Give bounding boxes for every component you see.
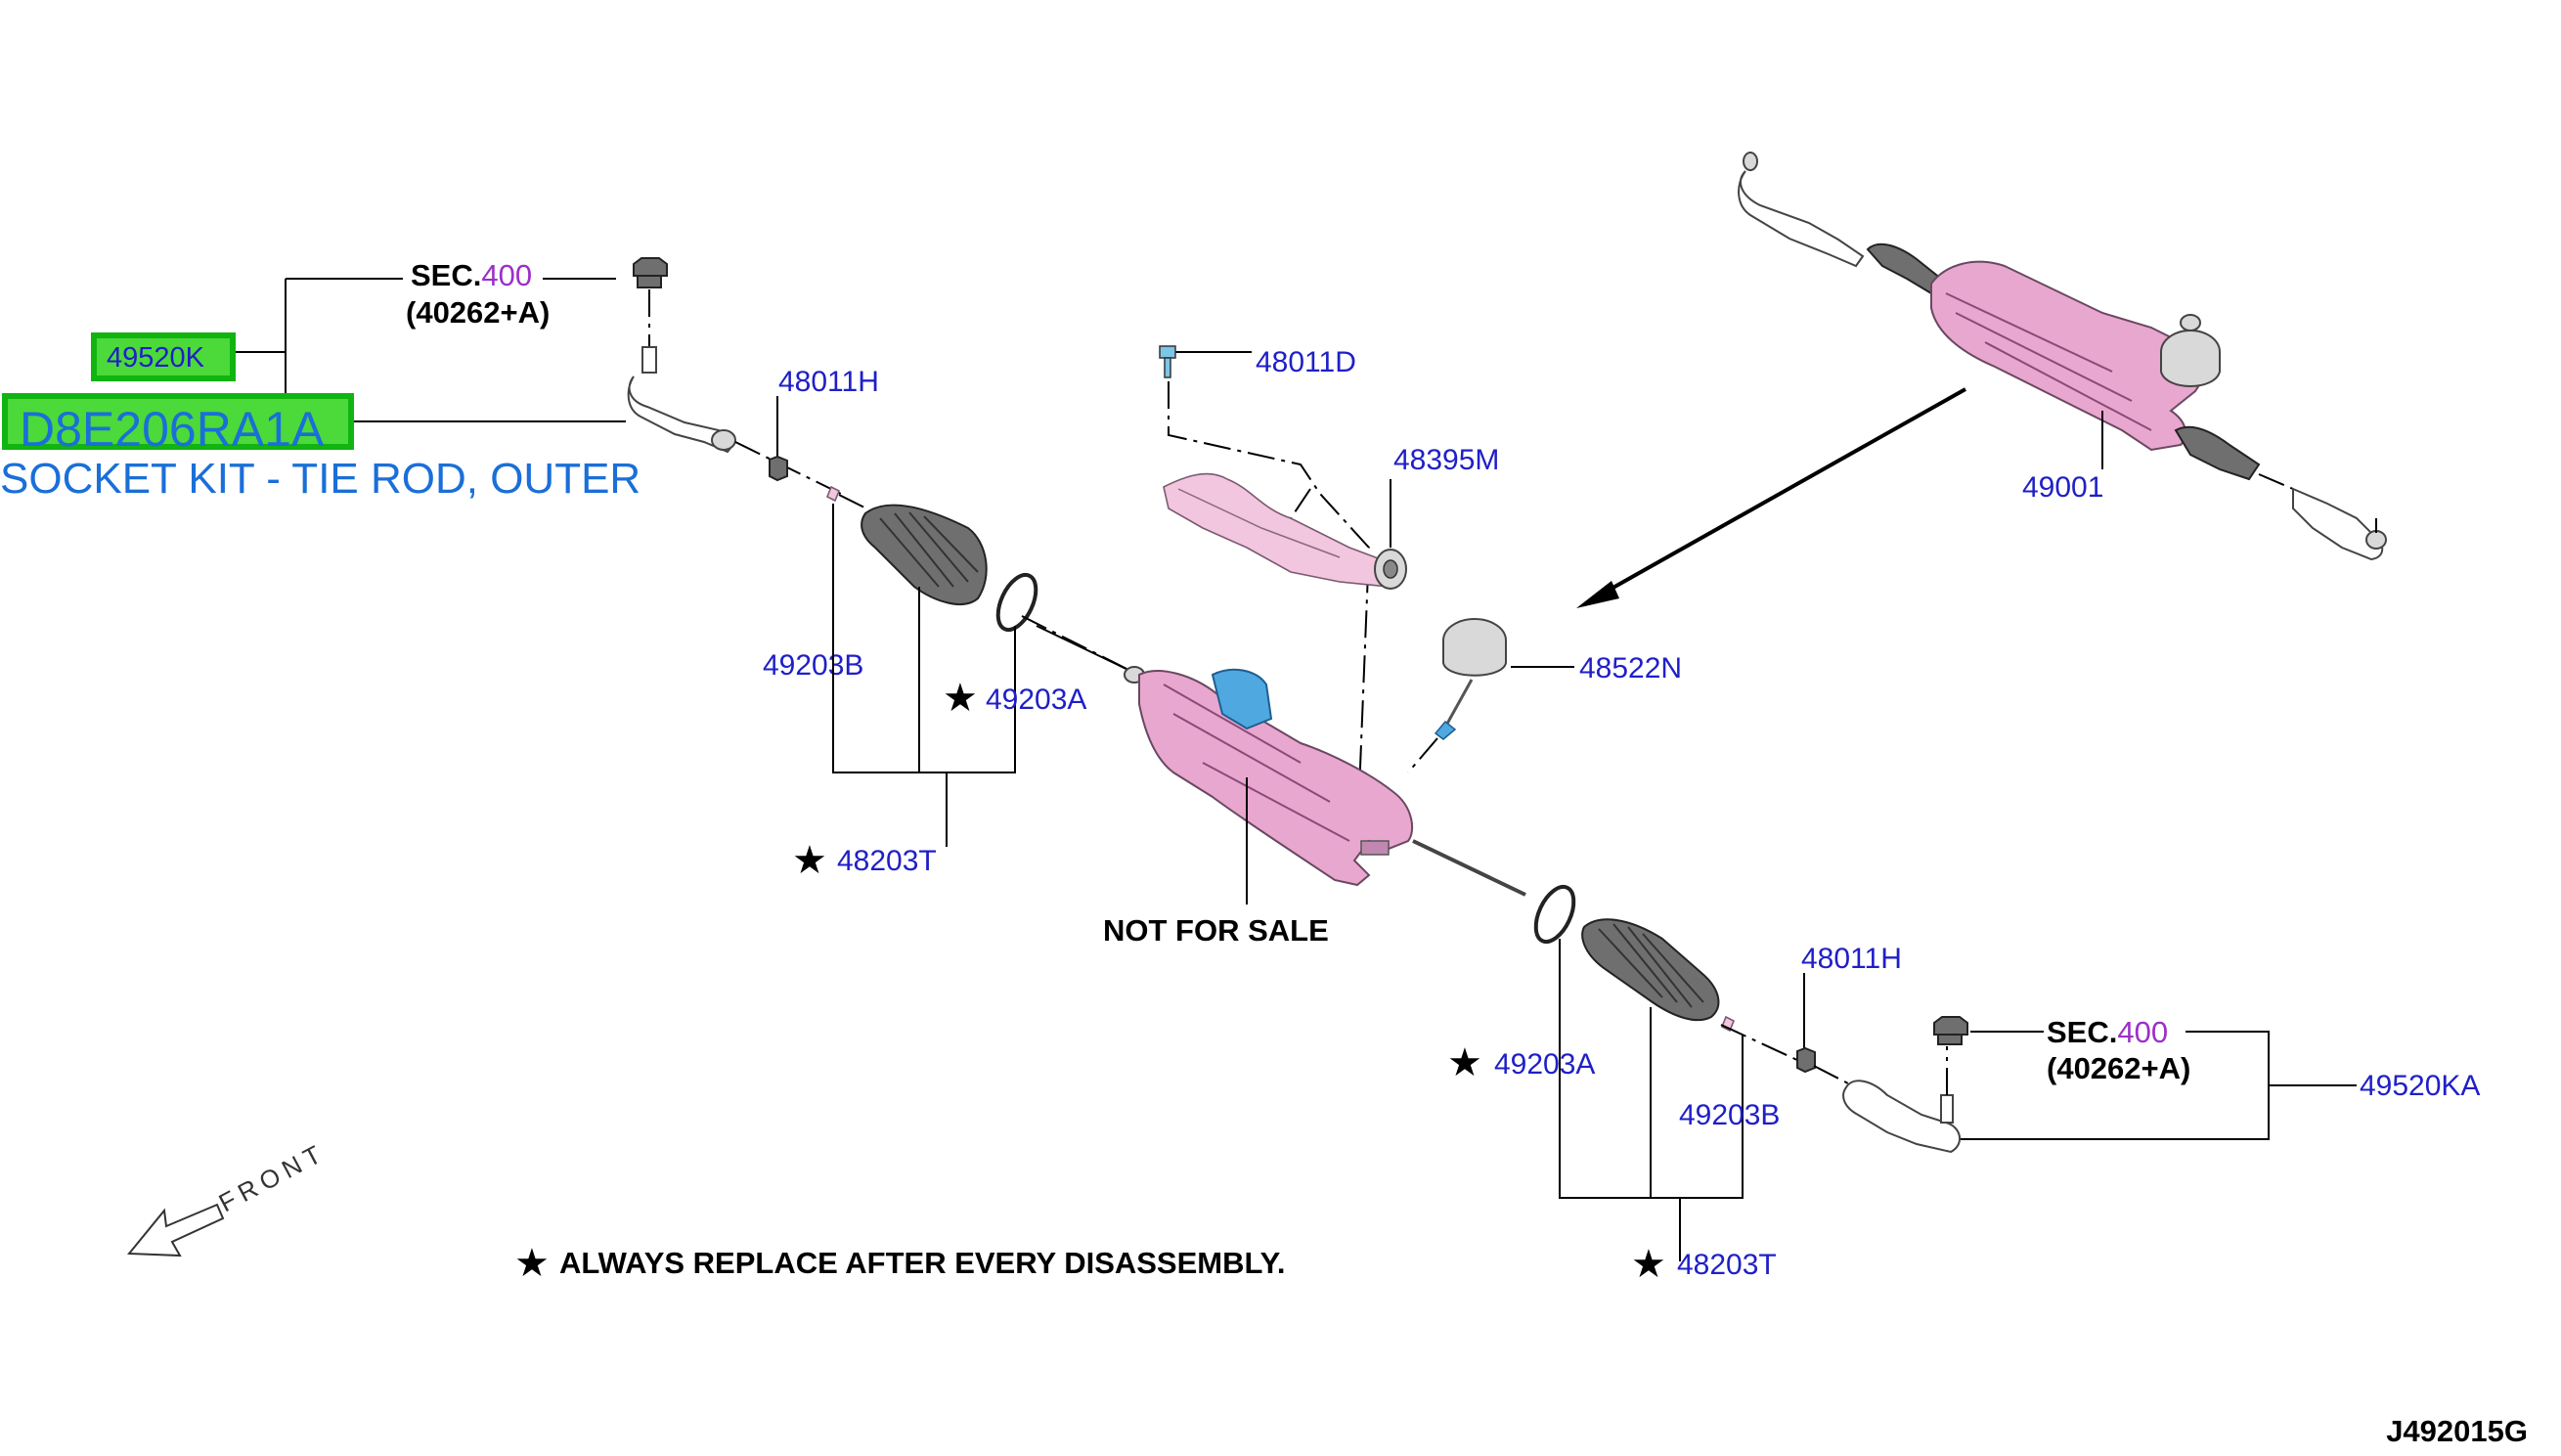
- callout-49203B-upper[interactable]: 49203B: [763, 649, 863, 682]
- svg-text:48522N: 48522N: [1579, 652, 1682, 684]
- tie-rod-end-lower-right: [1842, 1080, 1961, 1154]
- leader-line: [832, 504, 1016, 773]
- steering-gear-assembly-49001: [1738, 152, 2387, 561]
- heat-shield-48395M: [1163, 472, 1390, 588]
- highlighted-part-code[interactable]: D8E206RA1A: [2, 393, 354, 457]
- svg-text:48203T: 48203T: [1677, 1249, 1777, 1281]
- jam-nut-lower: [1796, 1046, 1816, 1074]
- jam-nut-upper: [769, 455, 788, 482]
- svg-text:48011H: 48011H: [778, 366, 879, 398]
- svg-text:ALWAYS REPLACE AFTER EVERY DIS: ALWAYS REPLACE AFTER EVERY DISASSEMBLY.: [559, 1246, 1285, 1280]
- callout-48011D[interactable]: 48011D: [1256, 346, 1356, 378]
- axis-line: [838, 494, 871, 511]
- callout-49203A-lower[interactable]: ★ 49203A: [1447, 1041, 1595, 1084]
- svg-text:48395M: 48395M: [1393, 444, 1499, 476]
- callout-48395M[interactable]: 48395M: [1393, 444, 1499, 476]
- front-direction-arrow-icon: [126, 1203, 225, 1257]
- svg-text:(40262+A): (40262+A): [2047, 1051, 2190, 1085]
- pinion-valve-48522N: [1407, 618, 1507, 773]
- callout-49203A-upper[interactable]: ★ 49203A: [943, 677, 1086, 720]
- callout-49203B-lower[interactable]: 49203B: [1679, 1099, 1780, 1131]
- callout-49001[interactable]: 49001: [2022, 471, 2103, 504]
- part-description: SOCKET KIT - TIE ROD, OUTER: [0, 455, 641, 503]
- callout-48011H-lower[interactable]: 48011H: [1801, 943, 1902, 975]
- callout-49520KA[interactable]: 49520KA: [2360, 1070, 2480, 1102]
- axis-line: [1168, 381, 1371, 793]
- boot-lower: [1581, 918, 1720, 1022]
- boot-upper: [861, 504, 988, 605]
- star-icon: ★: [792, 839, 827, 882]
- figure-id: J492015G: [2386, 1414, 2528, 1448]
- svg-text:49520KA: 49520KA: [2360, 1070, 2480, 1102]
- arrow-icon: [1576, 387, 1966, 608]
- sec-400-upper-callout[interactable]: SEC.400 (40262+A): [406, 258, 550, 330]
- star-icon: ★: [514, 1242, 550, 1285]
- nut-lower-right: [1933, 1016, 1968, 1045]
- axis-line: [1813, 1065, 1849, 1084]
- leader-line: [235, 279, 287, 411]
- svg-text:49203A: 49203A: [1494, 1048, 1595, 1081]
- star-icon: ★: [1631, 1243, 1666, 1286]
- svg-text:SEC.400: SEC.400: [2047, 1015, 2168, 1049]
- svg-text:49203B: 49203B: [1679, 1099, 1780, 1131]
- callout-48011H-upper[interactable]: 48011H: [778, 366, 879, 398]
- callout-48203T-upper[interactable]: ★ 48203T: [792, 839, 937, 882]
- svg-text:48011H: 48011H: [1801, 943, 1902, 975]
- callout-48203T-lower[interactable]: ★ 48203T: [1631, 1243, 1777, 1286]
- svg-text:FRONT: FRONT: [214, 1137, 331, 1218]
- replace-note: ★ ALWAYS REPLACE AFTER EVERY DISASSEMBLY…: [514, 1242, 1285, 1285]
- star-icon: ★: [943, 677, 978, 720]
- svg-text:49203A: 49203A: [986, 684, 1086, 716]
- svg-text:48011D: 48011D: [1256, 346, 1356, 378]
- axis-line: [1720, 1024, 1800, 1062]
- boot-band-lower: [1533, 884, 1576, 945]
- highlighted-part-ref[interactable]: 49520K: [91, 332, 236, 381]
- mounting-bush: [1374, 549, 1407, 590]
- bolt-48011D: [1159, 345, 1176, 378]
- not-for-sale-label: NOT FOR SALE: [1103, 913, 1329, 948]
- inner-rod-lower: [1412, 839, 1526, 897]
- svg-text:(40262+A): (40262+A): [406, 295, 550, 330]
- svg-text:49203B: 49203B: [763, 649, 863, 682]
- tie-rod-end-upper-left: [627, 346, 737, 454]
- star-icon: ★: [1447, 1041, 1482, 1084]
- svg-text:SEC.400: SEC.400: [411, 258, 532, 292]
- boot-band-upper: [995, 572, 1038, 633]
- boot-clamp-upper: [825, 485, 841, 503]
- svg-text:48203T: 48203T: [837, 845, 937, 877]
- steering-gear-housing: [1036, 625, 1414, 887]
- callout-48522N[interactable]: 48522N: [1579, 652, 1682, 684]
- svg-text:49001: 49001: [2022, 471, 2103, 504]
- sec-400-lower-callout[interactable]: SEC.400 (40262+A): [2047, 1015, 2190, 1085]
- svg-text:NOT FOR SALE: NOT FOR SALE: [1103, 913, 1329, 948]
- front-label: FRONT: [214, 1137, 331, 1218]
- nut-upper-left: [633, 257, 668, 288]
